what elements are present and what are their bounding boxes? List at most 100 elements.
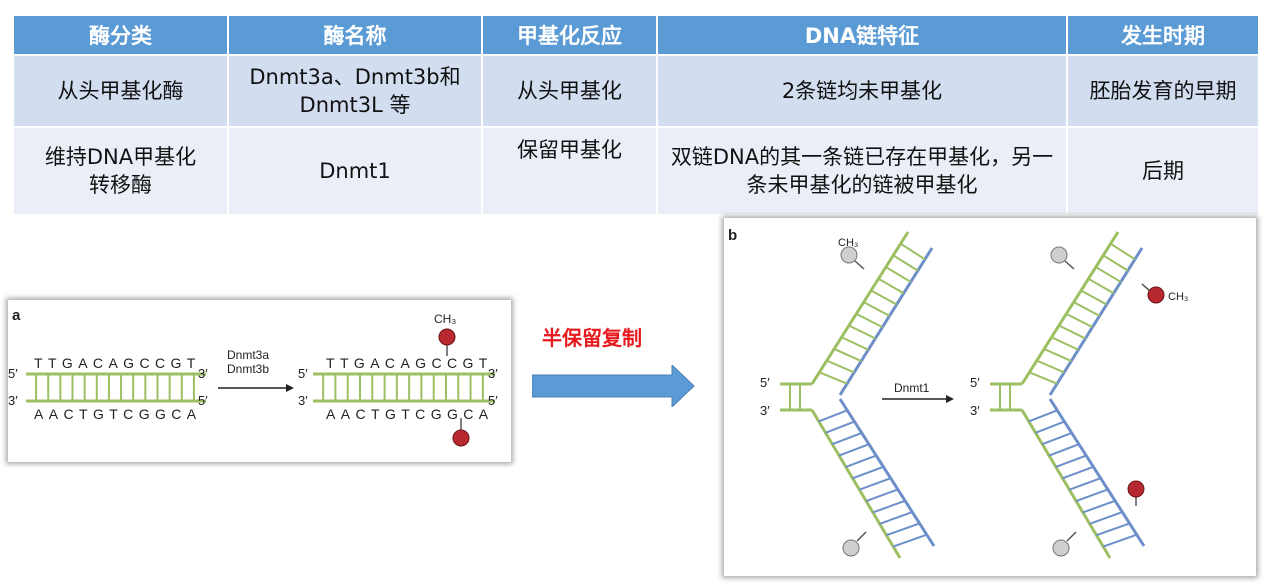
rung xyxy=(1069,477,1101,491)
five-prime-label: 5′ xyxy=(970,375,980,390)
three-prime-label: 3′ xyxy=(198,366,208,381)
base-pair-rungs xyxy=(819,242,926,385)
rung xyxy=(1095,266,1122,283)
rung xyxy=(1075,488,1109,503)
methyl-group-icon xyxy=(452,429,470,447)
three-prime-label: 3′ xyxy=(488,366,498,381)
header-methylation-reaction: 甲基化反应 xyxy=(481,14,658,56)
rung xyxy=(1029,371,1058,385)
table-header-row: 酶分类 酶名称 甲基化反应 DNA链特征 发生时期 xyxy=(12,14,1260,56)
methylated-site-icon xyxy=(1050,246,1068,264)
new-strand xyxy=(1048,247,1144,396)
rung xyxy=(819,371,848,385)
rung xyxy=(892,254,919,272)
unmethylated-site-icon xyxy=(840,246,858,264)
base-pair-rungs xyxy=(1029,242,1136,385)
base-pair-rungs xyxy=(1028,409,1138,548)
header-dna-strand-feature: DNA链特征 xyxy=(656,14,1068,56)
rung xyxy=(1036,359,1065,374)
panel-b-letter: b xyxy=(728,227,737,244)
three-prime-label: 3′ xyxy=(760,403,770,418)
sequence-bottom: AACTGTCGGCA xyxy=(34,406,202,422)
table-cell: 从头甲基化 xyxy=(481,54,658,128)
rung xyxy=(1102,533,1138,548)
rung xyxy=(855,312,883,329)
rung xyxy=(1089,511,1123,525)
rung xyxy=(892,533,928,548)
rung xyxy=(885,266,912,283)
semiconservative-replication-label: 半保留复制 xyxy=(542,326,642,350)
rung xyxy=(1041,431,1073,446)
table-cell: 2条链均未甲基化 xyxy=(656,54,1068,128)
unmethylated-site-icon xyxy=(842,539,860,557)
rung xyxy=(841,336,869,351)
rung xyxy=(1028,409,1058,423)
rung xyxy=(870,289,898,306)
enzyme-label: Dnmt3a xyxy=(227,348,269,362)
table-cell: 后期 xyxy=(1066,126,1260,216)
panel-a-letter: a xyxy=(12,307,21,324)
rung xyxy=(1035,420,1065,434)
rung xyxy=(852,465,884,480)
table-row: 维持DNA甲基化转移酶 Dnmt1 保留甲基化 双链DNA的其一条链已存在甲基化… xyxy=(12,126,1260,216)
unmethylated-site-icon xyxy=(1052,539,1070,557)
rung xyxy=(872,499,906,514)
rung xyxy=(1062,465,1094,480)
rung xyxy=(879,511,913,525)
enzyme-table: 酶分类 酶名称 甲基化反应 DNA链特征 发生时期 从头甲基化酶 Dnmt3a、… xyxy=(12,14,1260,216)
sequence-bottom: AACTGTCGGCA xyxy=(326,406,494,422)
rung xyxy=(818,409,848,423)
panel-a-svg: a TTGACAGCCGT AACTGTCGGCA 5′ 3′ 3′ 5′ Dn… xyxy=(8,307,498,447)
methyl-stick xyxy=(854,260,865,270)
parental-strand xyxy=(810,231,910,385)
table-cell: 维持DNA甲基化转移酶 xyxy=(12,126,229,216)
parental-strand xyxy=(810,409,902,559)
rung xyxy=(877,277,905,295)
rung xyxy=(1055,454,1087,468)
rung xyxy=(1073,301,1101,317)
header-enzyme-class: 酶分类 xyxy=(12,14,229,56)
panel-a-diagram: a TTGACAGCCGT AACTGTCGGCA 5′ 3′ 3′ 5′ Dn… xyxy=(8,300,511,462)
rung xyxy=(825,420,855,434)
enzyme-label: Dnmt3b xyxy=(227,362,269,376)
sequence-top: TTGACAGCCGT xyxy=(326,355,493,371)
table-cell: Dnmt1 xyxy=(227,126,483,216)
new-strand xyxy=(838,247,934,396)
rung xyxy=(838,443,870,457)
five-prime-label: 5′ xyxy=(298,366,308,381)
rung xyxy=(848,324,876,340)
arrow-head xyxy=(946,395,954,403)
duplex-left: TTGACAGCCGT AACTGTCGGCA 5′ 3′ 3′ 5′ xyxy=(8,355,208,422)
new-strand xyxy=(838,398,936,547)
five-prime-label: 5′ xyxy=(488,393,498,408)
three-prime-label: 3′ xyxy=(8,393,18,408)
table-cell: 胚胎发育的早期 xyxy=(1066,54,1260,128)
three-prime-label: 3′ xyxy=(298,393,308,408)
rung xyxy=(863,301,891,317)
duplex-right: TTGACAGCCGT AACTGTCGGCA 5′ 3′ 3′ 5′ CH₃ xyxy=(298,312,498,447)
methyl-group-icon xyxy=(1127,480,1145,498)
methyl-stick xyxy=(1066,531,1077,542)
table-cell: 双链DNA的其一条链已存在甲基化，另一条未甲基化的链被甲基化 xyxy=(656,126,1068,216)
table-cell: 从头甲基化酶 xyxy=(12,54,229,128)
rung xyxy=(900,242,926,261)
rung xyxy=(1087,277,1115,295)
big-arrow-icon xyxy=(532,365,695,407)
methyl-label: CH₃ xyxy=(838,237,858,249)
rung xyxy=(1082,499,1116,514)
enzyme-label: Dnmt1 xyxy=(894,381,930,395)
rung xyxy=(1058,324,1086,340)
base-pair-rungs xyxy=(818,409,928,548)
base-pair-rungs xyxy=(322,374,484,401)
replication-fork-right: 5′ 3′ CH₃ xyxy=(970,231,1188,559)
replication-fork-left: 5′ 3′ CH₃ xyxy=(760,231,936,559)
five-prime-label: 5′ xyxy=(198,393,208,408)
rung xyxy=(859,477,891,491)
rung xyxy=(1051,336,1079,351)
base-pair-rungs xyxy=(35,374,195,401)
methyl-group-icon xyxy=(1147,286,1165,304)
rung xyxy=(1110,242,1136,261)
parental-strand xyxy=(1020,409,1112,559)
new-strand xyxy=(1048,398,1146,547)
rung xyxy=(1096,522,1130,537)
